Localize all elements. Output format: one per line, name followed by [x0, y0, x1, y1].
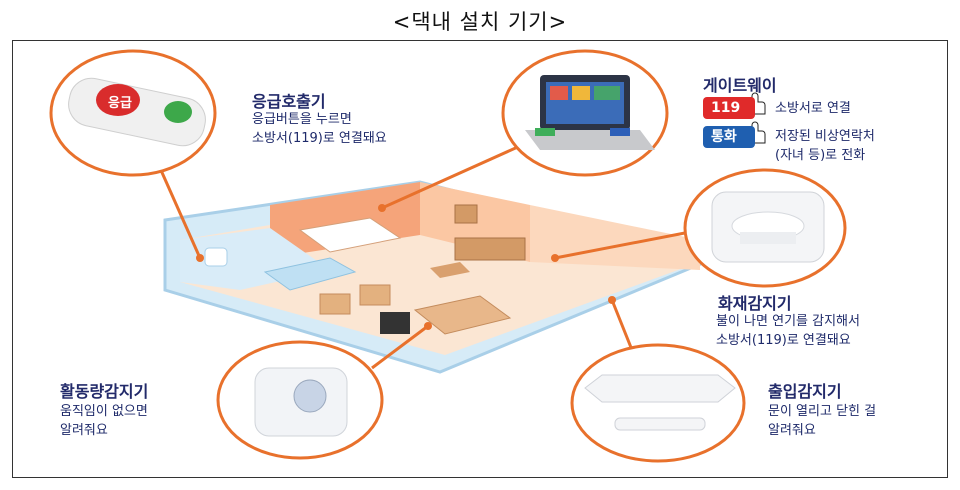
tv — [380, 312, 410, 334]
bathtub — [263, 257, 357, 291]
emergency-desc-1: 응급버튼을 누르면 — [252, 112, 352, 127]
badge-call: 통화 — [703, 126, 755, 148]
bed — [298, 217, 402, 253]
activity-device-image — [254, 367, 348, 437]
kitchen-cabinet — [454, 237, 526, 261]
leader-activity — [371, 324, 429, 370]
armchair-1 — [319, 293, 351, 315]
fire-desc-1: 불이 나면 연기를 감지해서 — [716, 314, 860, 329]
activity-desc-1: 움직임이 없으면 — [60, 404, 148, 419]
page-title: <댁내 설치 기기> — [392, 10, 568, 34]
marker-activity — [424, 322, 432, 330]
hand-icon-2 — [751, 121, 766, 144]
toilet — [204, 247, 228, 267]
circle-door — [570, 343, 746, 463]
emergency-label: 응급호출기 — [252, 92, 326, 111]
door-label: 출입감지기 — [768, 382, 842, 401]
shelf — [454, 204, 478, 224]
marker-gateway — [378, 204, 386, 212]
gateway-device-image — [525, 75, 655, 150]
badge-call-desc-2: (자녀 등)로 전화 — [775, 148, 866, 163]
marker-emergency — [196, 254, 204, 262]
door-device-image — [584, 374, 736, 431]
activity-label: 활동량감지기 — [60, 382, 149, 401]
door-desc-1: 문이 열리고 닫힌 걸 — [768, 404, 877, 419]
badge-call-desc-1: 저장된 비상연락처 — [775, 129, 875, 144]
emergency-button-text: 응급 — [108, 96, 132, 111]
emergency-desc-2: 소방서(119)로 연결돼요 — [252, 131, 387, 146]
marker-fire — [551, 254, 559, 262]
emergency-device-image — [68, 77, 206, 147]
door-desc-2: 알려줘요 — [768, 423, 816, 438]
leader-emergency — [158, 167, 202, 259]
diagram-frame — [12, 40, 948, 478]
leader-gateway — [381, 144, 521, 210]
marker-door — [608, 296, 616, 304]
dining-table — [430, 262, 470, 278]
armchair-2 — [359, 284, 391, 306]
hand-icon-1 — [751, 92, 766, 115]
fire-device-image — [711, 191, 825, 263]
badge-119-desc: 소방서로 연결 — [775, 101, 851, 116]
fire-label: 화재감지기 — [718, 294, 792, 313]
gateway-label: 게이트웨이 — [703, 76, 777, 95]
leader-fire — [554, 230, 691, 260]
fire-desc-2: 소방서(119)로 연결돼요 — [716, 333, 851, 348]
sofa — [413, 295, 512, 335]
badge-119: 119 — [703, 97, 755, 119]
activity-desc-2: 알려줘요 — [60, 423, 108, 438]
